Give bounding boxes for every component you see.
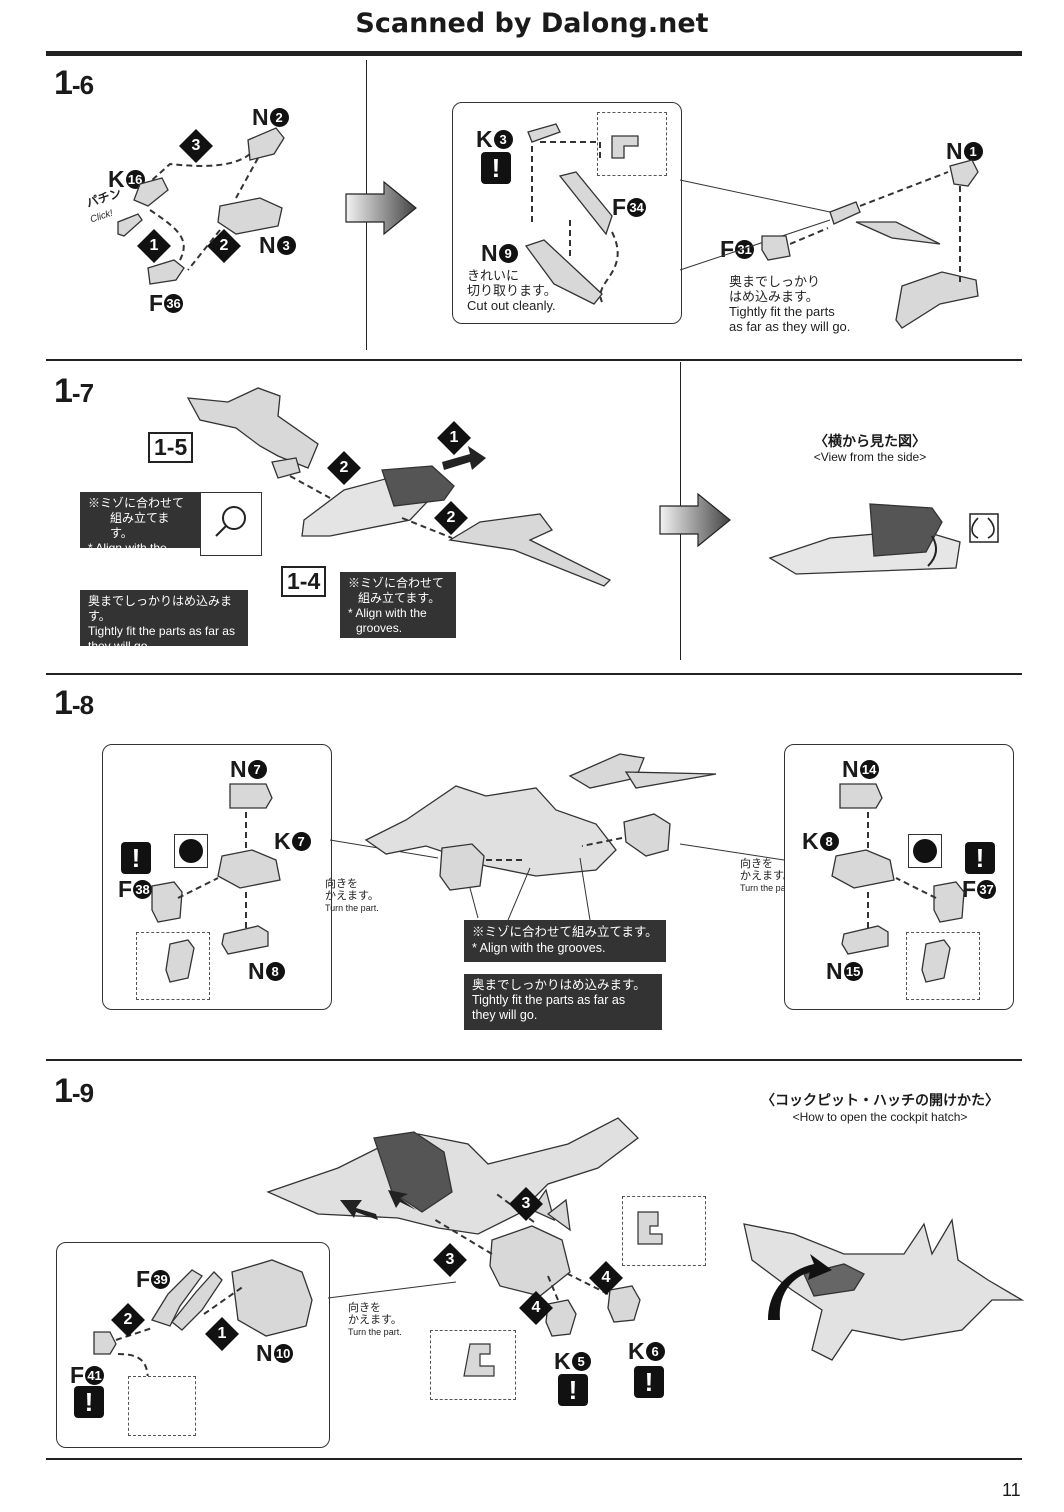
hatch-title-jp: 〈コックピット・ハッチの開けかた〉 xyxy=(761,1092,999,1108)
parts-1-9-inset-drawing xyxy=(93,1259,457,1385)
process-arrow-1-7 xyxy=(659,492,731,548)
hatch-title-en: <How to open the cockpit hatch> xyxy=(792,1110,968,1124)
parts-1-9-dashed-drawings xyxy=(463,1211,663,1377)
caution-icon-f41: ! xyxy=(74,1386,104,1418)
black-dot-icon-right xyxy=(908,834,942,868)
parts-1-7-drawing xyxy=(186,387,612,587)
step-marker-1-9-1: 1 xyxy=(205,1317,239,1351)
rule-after-1-8 xyxy=(46,1059,1022,1061)
side-view-title-jp: 〈横から見た図〉 xyxy=(814,433,926,449)
section-1-9-number: 1-9 xyxy=(54,1072,94,1110)
note-turn-part-1-9: 向きをかえます。Turn the part. xyxy=(348,1302,402,1337)
top-rule xyxy=(46,51,1022,56)
parts-1-8-center-drawing xyxy=(329,753,785,921)
detail-dashed-box-1-9-inset xyxy=(128,1376,196,1436)
caution-icon-k6: ! xyxy=(634,1366,664,1398)
caution-icon-k5: ! xyxy=(558,1374,588,1406)
parts-1-8-left-drawing xyxy=(151,783,281,983)
parts-1-8-right-drawing xyxy=(831,783,965,983)
rule-after-1-6 xyxy=(46,359,1022,361)
parts-1-6-left-drawing xyxy=(117,127,285,285)
note-turn-part-1-8-right: 向きをかえます。Turn the part. xyxy=(740,858,794,893)
process-arrow-1-6 xyxy=(345,180,417,236)
note-cut-cleanly: きれいに切り取ります。Cut out cleanly. xyxy=(467,268,557,313)
step-marker-1-9-2: 2 xyxy=(111,1303,145,1337)
side-view-title-en: <View from the side> xyxy=(813,450,927,464)
section-1-8-number: 1-8 xyxy=(54,684,94,722)
caution-icon-1-8-left: ! xyxy=(121,842,151,874)
detail-dashed-box-1-9-top xyxy=(622,1196,706,1266)
section-1-7-number: 1-7 xyxy=(54,372,94,410)
note-fit-tight-1-8: 奥までしっかりはめ込みます。Tightly fit the parts as f… xyxy=(464,974,662,1030)
side-view-drawing xyxy=(768,503,999,575)
rule-after-1-7 xyxy=(46,673,1022,675)
caution-icon-1-8-right: ! xyxy=(965,842,995,874)
ref-section-1-5: 1-5 xyxy=(148,432,194,463)
black-dot-icon-left xyxy=(174,834,208,868)
caution-icon: ! xyxy=(481,152,511,184)
ref-section-1-4: 1-4 xyxy=(281,566,327,597)
page-number: 11 xyxy=(1002,1480,1021,1500)
parts-1-9-main-drawing xyxy=(266,1117,641,1337)
note-fit-tight-1-7: 奥までしっかりはめ込みます。Tightly fit the parts as f… xyxy=(80,590,248,653)
magnify-icon xyxy=(215,506,246,537)
bottom-rule xyxy=(46,1458,1022,1460)
section-1-6-number: 1-6 xyxy=(54,64,94,102)
note-turn-part-1-8-left: 向きをかえます。Turn the part. xyxy=(325,878,379,913)
parts-1-6-right-drawing xyxy=(679,159,979,329)
hatch-drawing xyxy=(743,1218,1025,1361)
note-grooves-1-8: ※ミゾに合わせて組み立てます。* Align with the grooves. xyxy=(464,920,666,962)
scan-header: Scanned by Dalong.net xyxy=(355,8,709,39)
parts-1-6-detail-drawing xyxy=(524,123,639,305)
magnify-detail-box xyxy=(200,492,262,556)
